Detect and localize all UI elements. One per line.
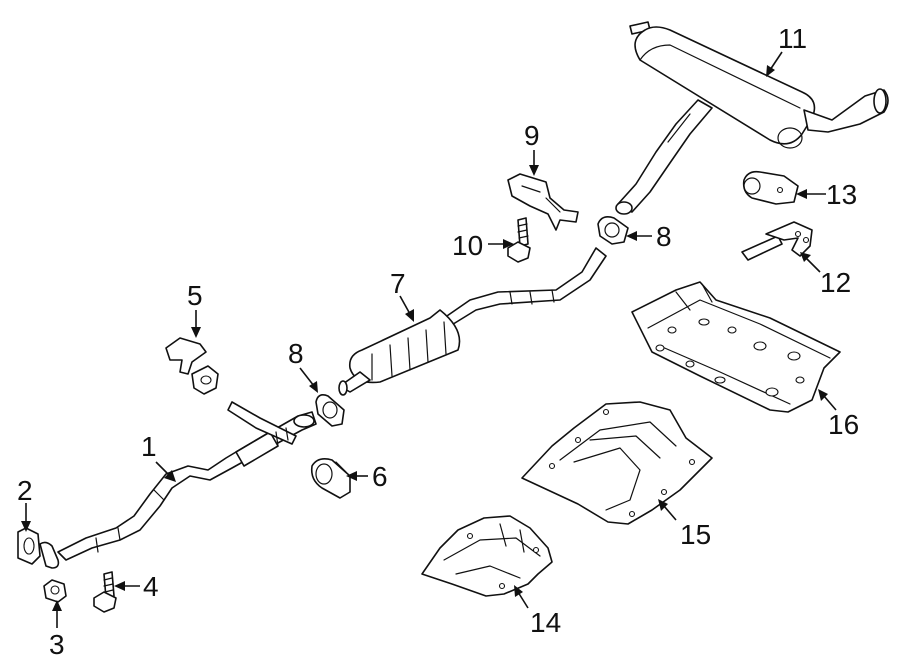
callout-labels: 1 2 3 4 5 6 7 8 8 9 10 11 12 13 14 15 16 [17, 23, 859, 660]
isolator-13 [742, 170, 799, 205]
callout-12: 12 [820, 267, 851, 298]
hanger-bracket-12 [741, 221, 813, 261]
hanger-bracket-9 [507, 173, 579, 231]
nut [43, 579, 67, 603]
hanger-bracket-5 [165, 337, 219, 395]
intermediate-pipe-converter [338, 247, 607, 396]
gasket [17, 527, 41, 565]
callout-14: 14 [530, 607, 561, 638]
clamp-8-right [597, 216, 629, 245]
heat-shield-15 [521, 401, 713, 525]
callout-15: 15 [680, 519, 711, 550]
callout-6: 6 [372, 461, 388, 492]
callout-7: 7 [390, 268, 406, 299]
callout-8-right: 8 [656, 221, 672, 252]
clamp-8-left [315, 394, 345, 427]
bolt-10 [507, 217, 531, 263]
callout-10: 10 [452, 230, 483, 261]
callout-9: 9 [524, 120, 540, 151]
callout-16: 16 [828, 409, 859, 440]
callout-1: 1 [141, 431, 157, 462]
callout-leaders [21, 51, 837, 628]
front-pipe [39, 401, 317, 569]
callout-11: 11 [778, 23, 807, 54]
callout-13: 13 [826, 179, 857, 210]
clamp-6 [310, 458, 351, 499]
callout-4: 4 [143, 571, 159, 602]
callout-5: 5 [187, 280, 203, 311]
bolt [93, 571, 117, 613]
callout-8-left: 8 [288, 338, 304, 369]
callout-2: 2 [17, 475, 33, 506]
callout-3: 3 [49, 629, 65, 660]
heat-shield-14 [421, 515, 553, 597]
heat-shield-16 [631, 281, 841, 413]
muffler-assembly [615, 21, 889, 215]
